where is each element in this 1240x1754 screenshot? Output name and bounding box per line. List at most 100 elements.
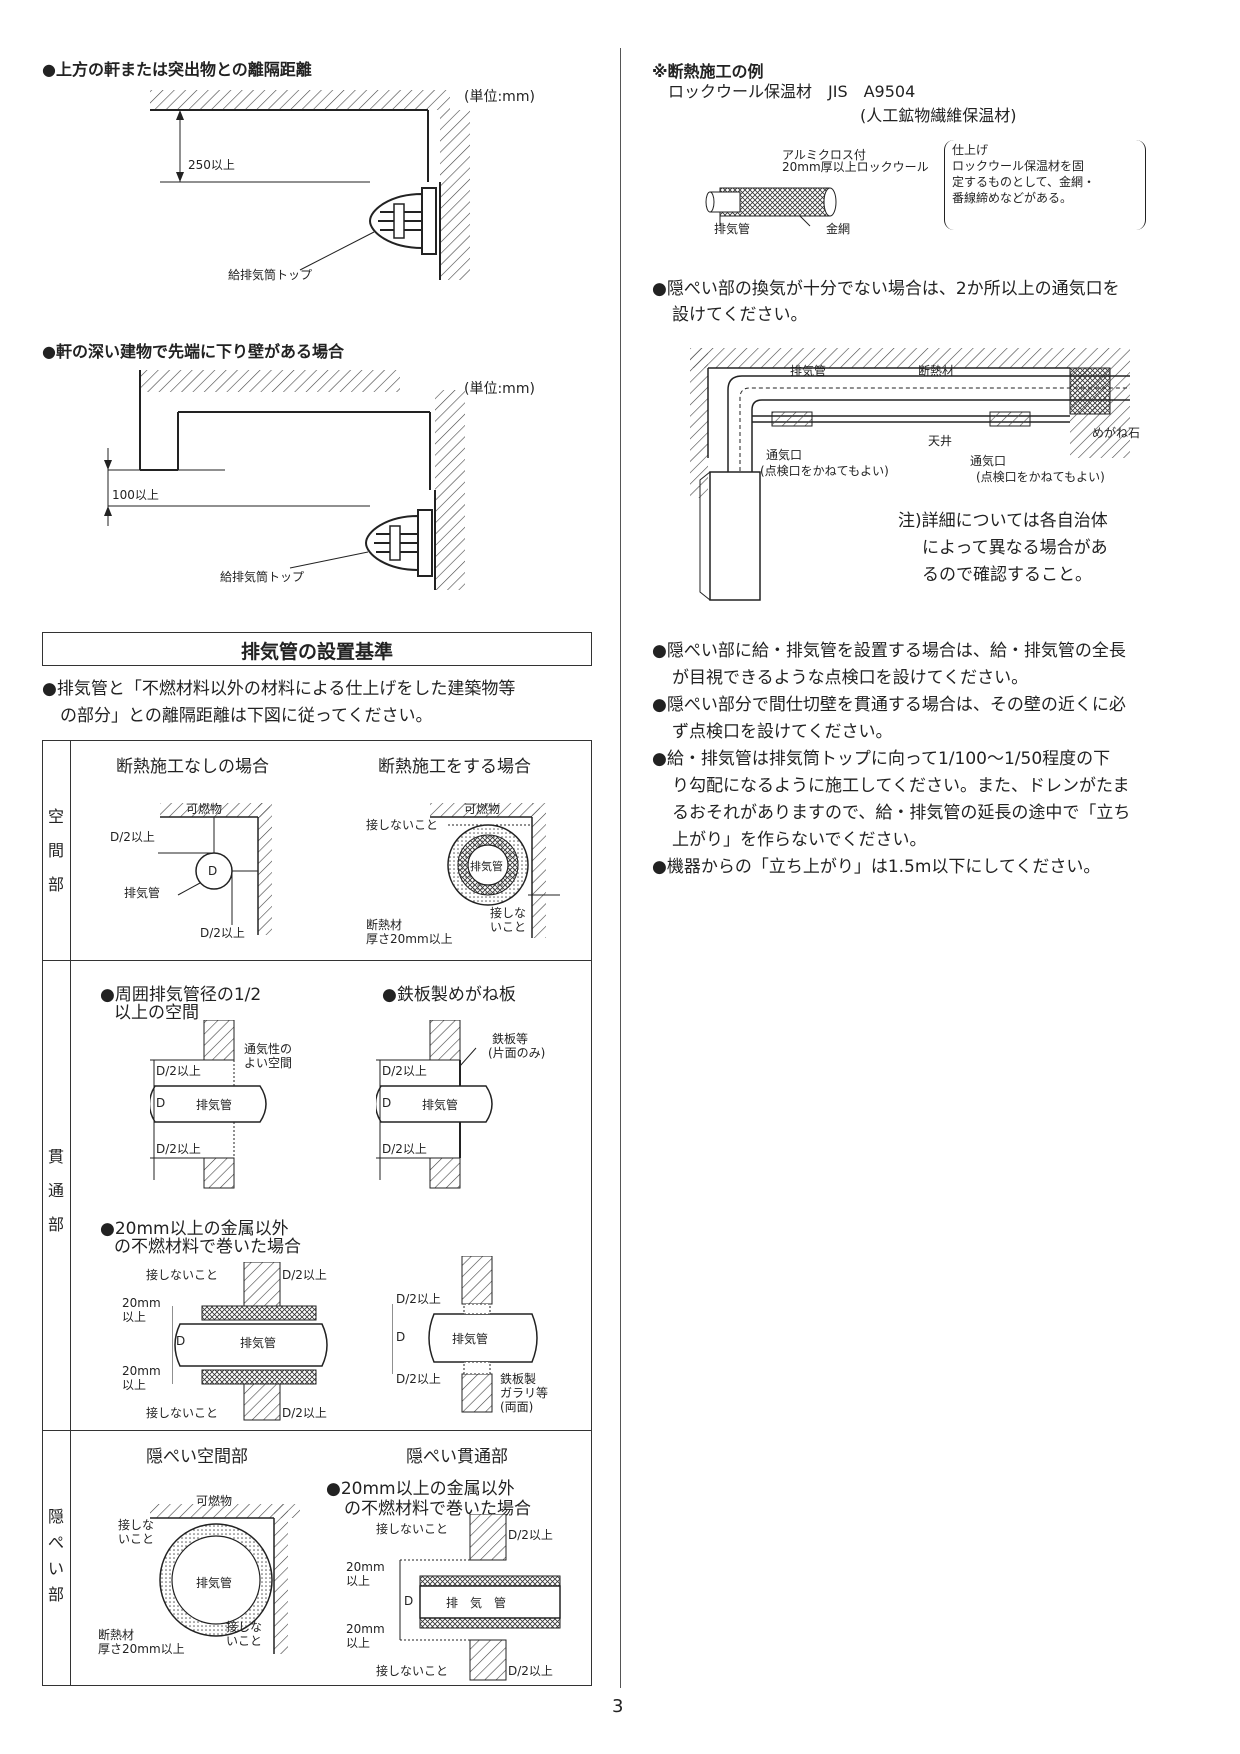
penetration-iron-plate-diagram: [376, 1020, 493, 1189]
lbl-no-contact-4b: いこと: [118, 1532, 155, 1546]
dim-label-100: 100以上: [112, 488, 159, 502]
lbl-exhaust-8: 排 気 管: [446, 1596, 507, 1610]
lbl-d2-4a: D/2以上: [282, 1268, 327, 1282]
lbl-d-5: D: [396, 1330, 406, 1344]
penetration-space-diagram: [150, 1020, 267, 1189]
lbl-no-contact-3a: 接しないこと: [146, 1268, 219, 1282]
space-no-insulation-diagram: [158, 803, 272, 935]
lbl-flammable-3: 可燃物: [196, 1494, 233, 1508]
table-label-column-divider: [70, 740, 71, 1686]
lbl-gallery-a: 鉄板製: [500, 1372, 537, 1386]
bullet-4: ●機器からの「立ち上がり」は1.5m以下にしてください。: [652, 857, 1101, 877]
r2-title-1a: ●周囲排気管径の1/2: [100, 985, 262, 1005]
lbl-vent-space-b: よい空間: [244, 1056, 293, 1070]
lbl-gallery-b: ガラリ等: [500, 1386, 549, 1400]
space-insulation-diagram: [430, 803, 560, 938]
lbl-d2-3b: D/2以上: [382, 1142, 427, 1156]
r3-head-2: 隠ぺい貫通部: [406, 1447, 508, 1467]
vent-line-2: 設けてください。: [672, 305, 808, 325]
lbl-exhaust-7: 排気管: [196, 1576, 233, 1590]
example-title: ※断熱施工の例: [652, 62, 764, 81]
dim-label-250: 250以上: [188, 158, 235, 172]
lbl-exhaust-1: 排気管: [124, 886, 161, 900]
lbl-no-contact-2b: いこと: [490, 920, 527, 934]
lbl-pipe: 排気管: [714, 222, 751, 236]
lbl-20mm-a1: 20mm: [122, 1296, 161, 1310]
vent-line-1: ●隠ぺい部の換気が十分でない場合は、2か所以上の通気口を: [652, 279, 1120, 299]
lbl-d-3: D: [382, 1096, 392, 1110]
unit-label-2: (単位:mm): [464, 381, 535, 397]
row-label-penetration: 貫通部: [47, 1147, 64, 1234]
lbl-d2-5a: D/2以上: [396, 1292, 441, 1306]
concealed-vent-diagram: [690, 348, 1130, 601]
lbl-20mm-a2: 20mm: [122, 1364, 161, 1378]
r2-title-3b: の不燃材料で巻いた場合: [114, 1237, 301, 1257]
lbl-alumi-1: アルミクロス付: [782, 148, 866, 162]
lbl-flammable-2: 可燃物: [464, 802, 501, 816]
lbl-exhaust-5: 排気管: [240, 1336, 277, 1350]
section-title: 排気管の設置基準: [240, 641, 393, 663]
penetration-wrapped-diagram: [172, 1262, 328, 1421]
column-divider: [620, 48, 621, 1688]
vent-top-label-1: 給排気筒トップ: [228, 268, 313, 282]
diag-lbl-insulation: 断熱材: [918, 364, 955, 378]
example-line-1: ロックウール保温材 JIS A9504: [668, 82, 916, 101]
table-row-divider-2: [42, 1430, 592, 1431]
intro-line-1: ●排気管と「不燃材料以外の材料による仕上げをした建築物等: [42, 679, 516, 699]
lbl-exhaust-2: 排気管: [470, 860, 503, 873]
lbl-no-contact-3b: 接しないこと: [146, 1406, 219, 1420]
lbl-d2-1a: D/2以上: [110, 830, 155, 844]
lbl-no-contact-1: 接しないこと: [366, 818, 439, 832]
standards-table: [42, 740, 592, 1686]
row-label-space: 空間部: [47, 807, 64, 894]
lbl-no-contact-6b: 接しないこと: [376, 1664, 449, 1678]
lbl-no-contact-2a: 接しな: [490, 906, 527, 920]
r3-title-a: ●20mm以上の金属以外: [326, 1479, 515, 1499]
lbl-insulation-a-1: 断熱材: [366, 918, 403, 932]
diag-lbl-exhaust: 排気管: [790, 364, 827, 378]
vent-top-label-2: 給排気筒トップ: [220, 570, 305, 584]
concealed-penetration-diagram: [399, 1514, 561, 1681]
diag-lbl-vent1-sub: (点検口をかねてもよい): [760, 464, 889, 478]
lbl-vent-space-a: 通気性の: [244, 1042, 293, 1056]
diag-lbl-vent1: 通気口: [766, 448, 803, 462]
lbl-alumi-2: 20mm厚以上ロックウール: [782, 160, 929, 174]
lbl-iron-b: (片面のみ): [488, 1046, 546, 1060]
lbl-iron-a: 鉄板等: [492, 1032, 529, 1046]
concealed-space-diagram: [150, 1504, 300, 1654]
unit-label-1: (単位:mm): [464, 89, 535, 105]
lbl-20mm-b1: 以上: [122, 1310, 147, 1324]
example-line-2: (人工鉱物繊維保温材): [860, 106, 1017, 125]
lbl-no-contact-5b: いこと: [226, 1634, 263, 1648]
lbl-insulation-b-1: 厚さ20mm以上: [366, 932, 453, 946]
bullet-1: ●隠ぺい部に給・排気管を設置する場合は、給・排気管の全長 が目視できるような点検…: [652, 641, 1126, 688]
lbl-d-6: D: [404, 1594, 414, 1608]
eave-clearance-diagram: [150, 90, 470, 280]
intro-line-2: の部分」との離隔距離は下図に従ってください。: [60, 706, 433, 726]
lbl-d-1: D: [208, 864, 218, 878]
right-bullets: ●隠ぺい部に給・排気管を設置する場合は、給・排気管の全長 が目視できるような点検…: [652, 638, 1212, 881]
lbl-no-contact-4a: 接しな: [118, 1518, 155, 1532]
lbl-flammable-1: 可燃物: [186, 802, 223, 816]
heading-deep-eave: ●軒の深い建物で先端に下り壁がある場合: [42, 342, 344, 361]
section-title-box: [42, 632, 592, 666]
lbl-d2-6b: D/2以上: [508, 1664, 553, 1678]
diag-lbl-vent2-sub: (点検口をかねてもよい): [976, 470, 1105, 484]
lbl-d-4: D: [176, 1334, 186, 1348]
lbl-insulation-a-2: 断熱材: [98, 1628, 135, 1642]
lbl-20mm-b2: 以上: [122, 1378, 147, 1392]
deep-eave-diagram: [104, 370, 465, 590]
diag-lbl-ceiling: 天井: [928, 434, 953, 448]
finish-bracket: [944, 140, 1146, 230]
r3-head-1: 隠ぺい空間部: [146, 1447, 248, 1467]
lbl-d2-2a: D/2以上: [156, 1064, 201, 1078]
lbl-20mm-b4: 以上: [346, 1636, 371, 1650]
lbl-no-contact-6a: 接しないこと: [376, 1522, 449, 1536]
lbl-d2-5b: D/2以上: [396, 1372, 441, 1386]
lbl-20mm-b3: 以上: [346, 1574, 371, 1588]
diag-lbl-vent2: 通気口: [970, 454, 1007, 468]
table-row-divider-1: [42, 960, 592, 961]
bullet-2: ●隠ぺい部分で間仕切壁を貫通する場合は、その壁の近くに必 ず点検口を設けてくださ…: [652, 695, 1126, 742]
lbl-gallery-c: (両面): [500, 1400, 534, 1414]
r2-title-3a: ●20mm以上の金属以外: [100, 1219, 289, 1239]
